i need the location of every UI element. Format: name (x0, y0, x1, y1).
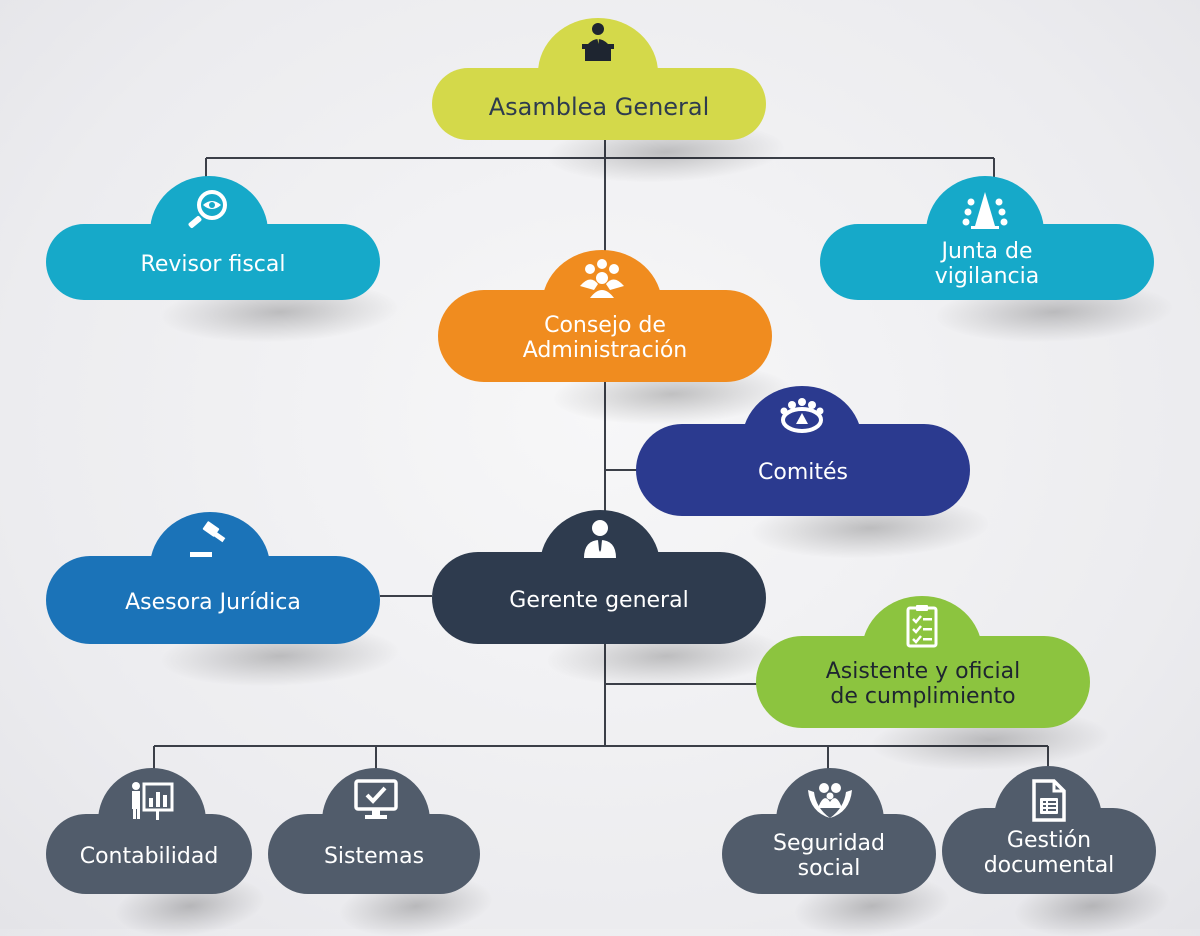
node-label-junta: Junta de vigilancia (934, 239, 1040, 289)
node-label-asamblea: Asamblea General (488, 92, 710, 121)
node-label-asistente: Asistente y oficial de cumplimiento (825, 659, 1021, 709)
gavel-icon (186, 518, 234, 566)
node-revisor: Revisor fiscal (46, 224, 380, 300)
group-people-icon (578, 256, 626, 304)
meeting-table-icon (961, 188, 1009, 236)
node-label-comites: Comités (758, 459, 848, 485)
node-label-gestion: Gestión documental (983, 828, 1115, 878)
node-label-revisor: Revisor fiscal (140, 251, 286, 277)
document-list-icon (1024, 778, 1072, 826)
node-gerente: Gerente general (432, 552, 766, 644)
node-label-contabilidad: Contabilidad (79, 843, 219, 869)
node-junta: Junta de vigilancia (820, 224, 1154, 300)
node-asamblea: Asamblea General (432, 68, 766, 140)
magnifier-eye-icon (185, 188, 233, 236)
node-label-sistemas: Sistemas (323, 843, 425, 869)
presentation-chart-icon (128, 778, 176, 826)
node-label-seguridad: Seguridad social (773, 831, 885, 881)
node-gestion: Gestión documental (942, 808, 1156, 894)
node-seguridad: Seguridad social (722, 814, 936, 894)
computer-check-icon (352, 778, 400, 826)
round-table-icon (778, 394, 826, 442)
node-label-gerente: Gerente general (509, 587, 689, 613)
node-asesora: Asesora Jurídica (46, 556, 380, 644)
manager-icon (576, 516, 624, 564)
node-asistente: Asistente y oficial de cumplimiento (756, 636, 1090, 728)
node-label-consejo: Consejo de Administración (522, 313, 688, 363)
node-contabilidad: Contabilidad (46, 814, 252, 894)
node-consejo: Consejo de Administración (438, 290, 772, 382)
checklist-clipboard-icon (898, 604, 946, 652)
node-comites: Comités (636, 424, 970, 516)
node-sistemas: Sistemas (268, 814, 480, 894)
family-hands-icon (806, 778, 854, 826)
speaker-podium-icon (574, 20, 622, 68)
node-label-asesora: Asesora Jurídica (125, 589, 301, 615)
